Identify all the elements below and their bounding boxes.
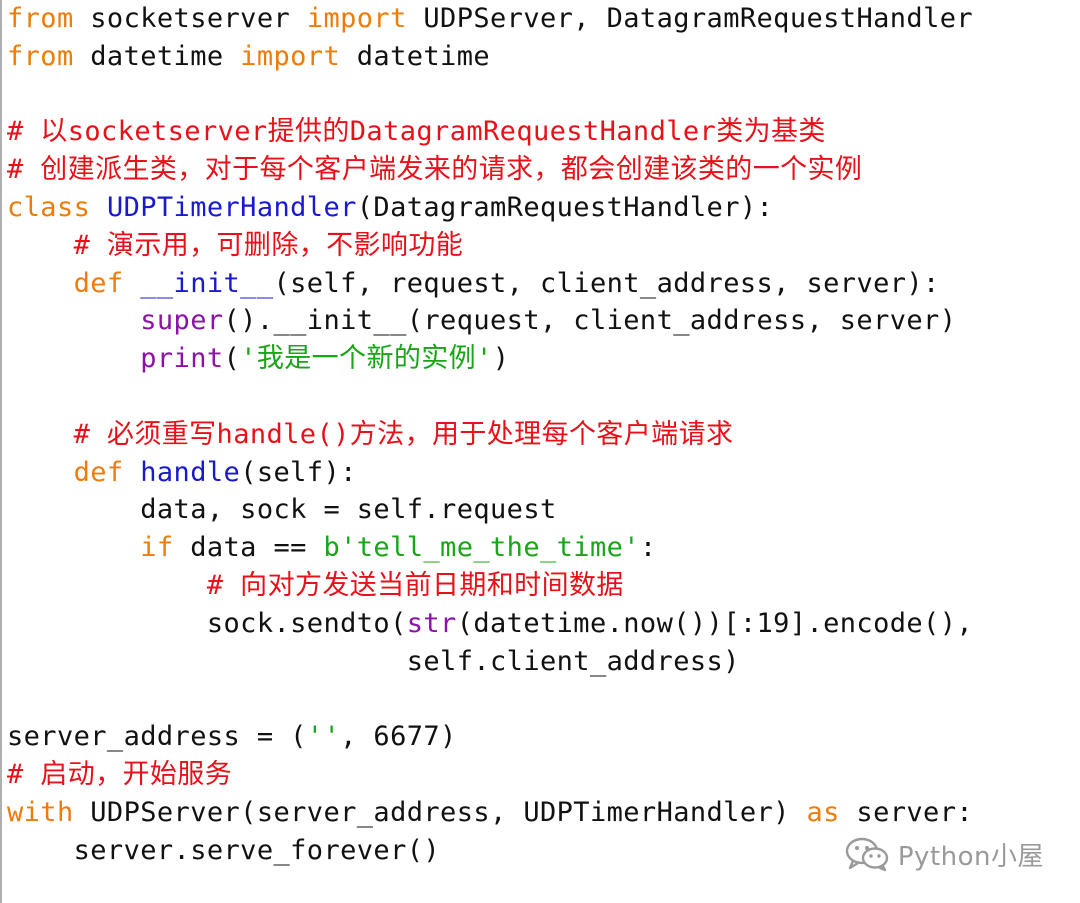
code-line: server.serve_forever()	[7, 832, 1075, 870]
function-name-token: __init__	[140, 267, 274, 299]
keyword-token: class	[7, 191, 91, 223]
string-token: '我是一个新的实例'	[240, 343, 493, 375]
code-line: def handle(self):	[7, 454, 1075, 492]
code-text-token: datetime	[340, 40, 491, 72]
string-token: ''	[306, 721, 341, 753]
code-line: # 向对方发送当前日期和时间数据	[7, 567, 1075, 605]
comment-token: # 必须重写handle()方法，用于处理每个客户端请求	[73, 418, 734, 450]
code-text-token: (datetime.now())[:19].encode(),	[456, 607, 974, 639]
code-text-token: socketserver	[73, 3, 307, 34]
code-line: print('我是一个新的实例')	[7, 340, 1075, 378]
code-line: data, sock = self.request	[7, 491, 1075, 529]
builtin-token: super	[140, 305, 224, 337]
code-text-token	[7, 457, 74, 488]
code-text-token	[7, 230, 74, 261]
code-line: # 必须重写handle()方法，用于处理每个客户端请求	[7, 416, 1075, 454]
keyword-token: from	[7, 40, 74, 72]
keyword-token: as	[806, 796, 840, 828]
code-text-token	[7, 570, 207, 601]
code-text-token: , 6677)	[340, 721, 457, 753]
comment-token: # 向对方发送当前日期和时间数据	[206, 569, 624, 601]
code-text-token: UDPServer(server_address, UDPTimerHandle…	[73, 796, 807, 828]
keyword-token: def	[73, 267, 124, 299]
code-line: # 以socketserver提供的DatagramRequestHandler…	[7, 113, 1075, 151]
code-text-token	[7, 343, 140, 374]
code-line: self.client_address)	[7, 643, 1075, 681]
function-name-token: handle	[140, 456, 241, 488]
code-text-token	[7, 419, 74, 450]
comment-token: # 启动，开始服务	[7, 758, 233, 790]
watermark: Python小屋	[844, 834, 1044, 874]
code-text-token: UDPServer, DatagramRequestHandler	[406, 3, 974, 34]
comment-token: # 创建派生类，对于每个客户端发来的请求，都会创建该类的一个实例	[7, 154, 863, 186]
code-text-token: server_address = (	[7, 721, 307, 753]
code-text-token: sock.sendto(	[7, 607, 407, 639]
code-text-token: server:	[839, 796, 974, 828]
code-view: from socketserver import UDPServer, Data…	[7, 0, 1075, 869]
string-token: b'tell_me_the_time'	[323, 532, 640, 564]
code-line: from datetime import datetime	[7, 38, 1075, 76]
code-text-token	[7, 305, 140, 336]
code-line: sock.sendto(str(datetime.now())[:19].enc…	[7, 605, 1075, 643]
builtin-token: print	[140, 343, 224, 375]
code-line: # 启动，开始服务	[7, 756, 1075, 794]
code-line: # 创建派生类，对于每个客户端发来的请求，都会创建该类的一个实例	[7, 151, 1075, 189]
builtin-token: str	[406, 607, 457, 639]
keyword-token: def	[73, 456, 124, 488]
comment-token: # 以socketserver提供的DatagramRequestHandler…	[7, 116, 826, 148]
code-line: server_address = ('', 6677)	[7, 718, 1075, 756]
code-text-token: ().__init__(request, client_address, ser…	[223, 305, 957, 337]
code-text-token	[7, 532, 140, 563]
watermark-text: Python小屋	[897, 841, 1044, 872]
code-text-token: )	[492, 343, 510, 375]
code-line: class UDPTimerHandler(DatagramRequestHan…	[7, 189, 1075, 227]
code-text-token: self.client_address)	[7, 645, 740, 677]
code-text-token: datetime	[73, 40, 241, 72]
code-line	[7, 680, 1075, 718]
code-text-token: (self, request, client_address, server):	[273, 267, 940, 299]
code-text-token: data, sock = self.request	[7, 494, 557, 526]
code-line: def __init__(self, request, client_addre…	[7, 265, 1075, 303]
code-text-token	[124, 268, 141, 299]
keyword-token: if	[140, 532, 174, 564]
code-text-token	[90, 192, 107, 223]
keyword-token: import	[306, 3, 407, 34]
code-line	[7, 76, 1075, 114]
code-text-token: (	[223, 343, 241, 375]
code-line	[7, 378, 1075, 416]
editor-left-border	[0, 0, 2, 903]
keyword-token: from	[7, 3, 74, 34]
code-text-token	[7, 268, 74, 299]
code-text-token: :	[639, 532, 657, 564]
code-text-token: server.serve_forever()	[7, 834, 441, 866]
keyword-token: with	[7, 796, 74, 828]
code-text-token: (DatagramRequestHandler):	[356, 191, 774, 223]
class-name-token: UDPTimerHandler	[106, 191, 357, 223]
wechat-icon	[845, 837, 889, 872]
code-line: # 演示用，可删除，不影响功能	[7, 227, 1075, 265]
code-text-token: data ==	[173, 532, 324, 564]
code-text-token	[124, 457, 141, 488]
code-line: if data == b'tell_me_the_time':	[7, 529, 1075, 567]
keyword-token: import	[240, 40, 341, 72]
code-line: from socketserver import UDPServer, Data…	[7, 0, 1075, 38]
code-text-token: (self):	[240, 456, 357, 488]
code-line: with UDPServer(server_address, UDPTimerH…	[7, 794, 1075, 832]
code-line: super().__init__(request, client_address…	[7, 302, 1075, 340]
comment-token: # 演示用，可删除，不影响功能	[73, 229, 464, 261]
